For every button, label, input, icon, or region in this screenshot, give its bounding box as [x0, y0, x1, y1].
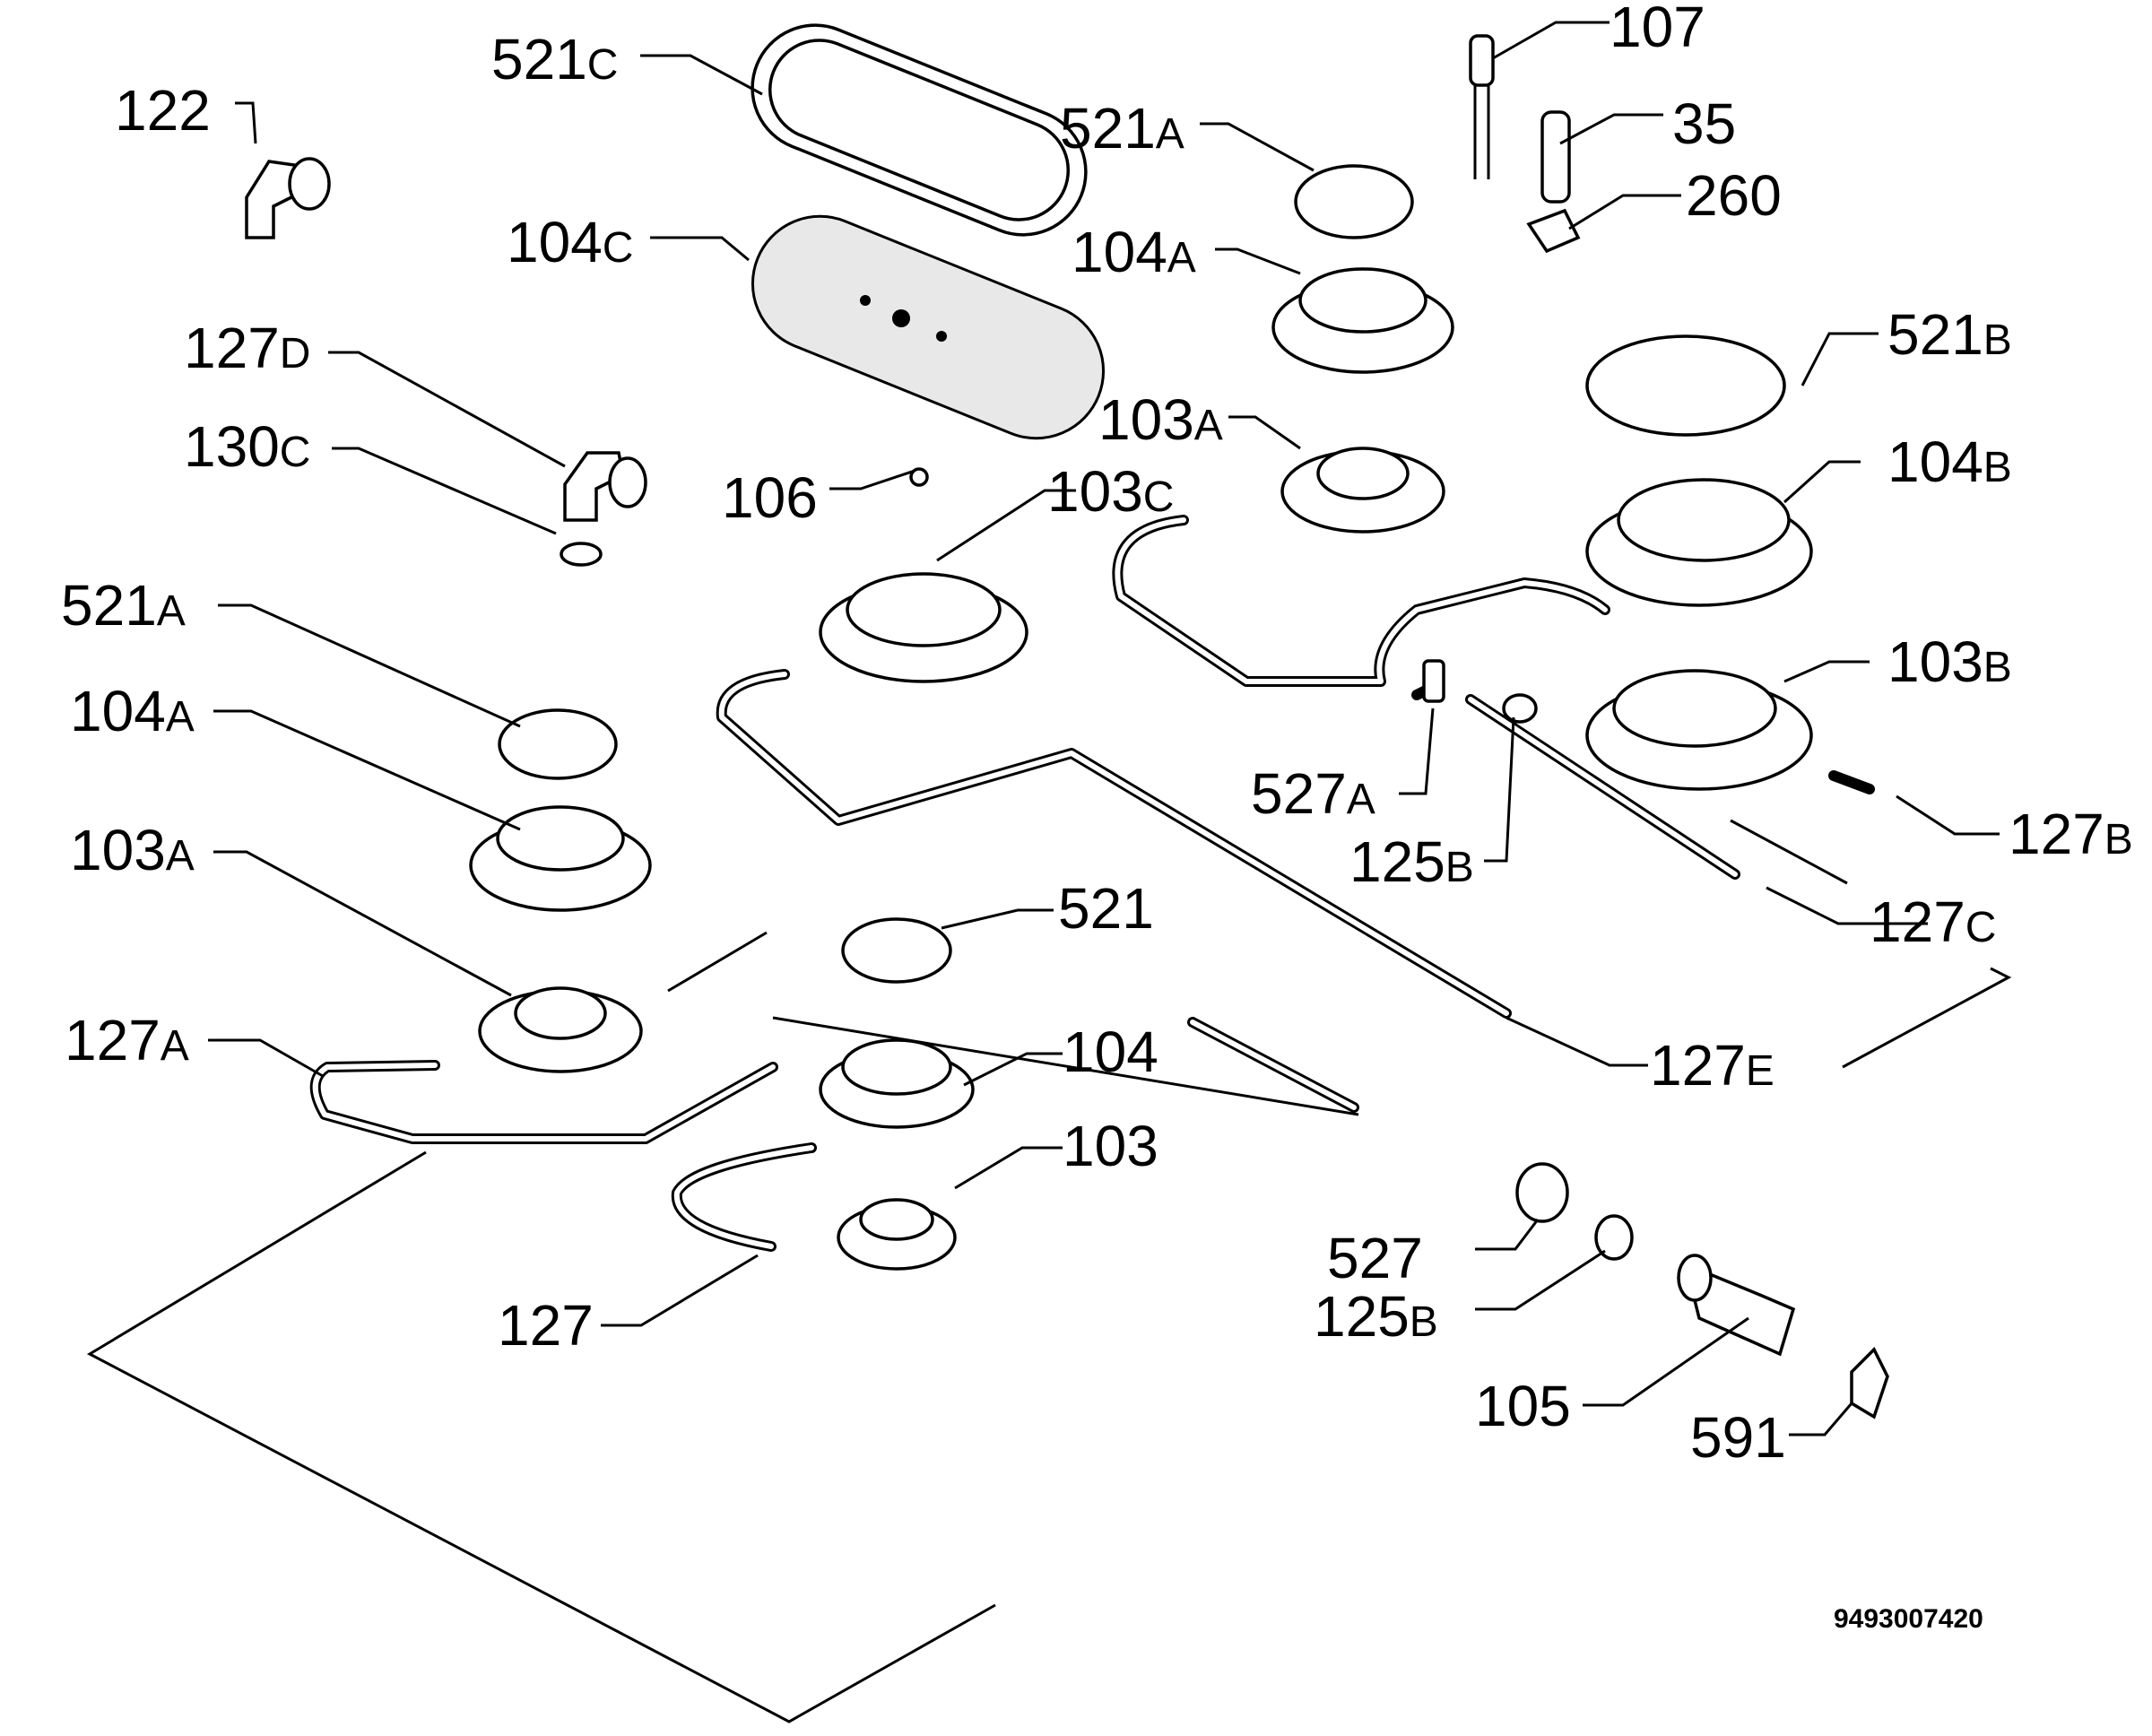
label-103: 103 — [1063, 1114, 1158, 1178]
label-527: 527 — [1327, 1226, 1423, 1290]
label-260: 260 — [1686, 163, 1782, 228]
label-521: 521 — [1058, 876, 1154, 941]
label-125b-low: 125B — [1314, 1284, 1438, 1349]
label-104a-top: 104A — [1072, 220, 1196, 284]
label-107: 107 — [1610, 0, 1705, 59]
label-127a: 127A — [65, 1008, 189, 1072]
label-103a-left: 103A — [70, 818, 195, 882]
label-104c: 104C — [507, 210, 633, 274]
leader-lines — [208, 21, 2000, 1437]
label-591: 591 — [1690, 1405, 1786, 1470]
label-527a: 527A — [1251, 761, 1375, 826]
label-35: 35 — [1672, 91, 1736, 156]
label-103b: 103B — [1887, 629, 2012, 694]
label-103a-top: 103A — [1098, 387, 1223, 452]
label-125b-mid: 125B — [1349, 829, 1474, 894]
gas-pipes — [309, 515, 1875, 1252]
label-127d: 127D — [184, 316, 310, 380]
burner-triple-ring-oval — [751, 23, 1106, 487]
label-103c: 103C — [1047, 459, 1174, 524]
burner-right-large — [1585, 334, 1813, 791]
part-labels: 122 521C 107 521A 35 260 104C 104A 127D … — [61, 0, 2133, 1470]
label-130c: 130C — [184, 414, 310, 479]
label-105: 105 — [1475, 1374, 1571, 1438]
drawing-number: 9493007420 — [1834, 1604, 1983, 1634]
burner-right-top — [1271, 164, 1454, 534]
label-104a-left: 104A — [70, 679, 195, 743]
label-104: 104 — [1063, 1020, 1158, 1084]
label-127b: 127B — [2009, 802, 2133, 866]
label-104b: 104B — [1887, 430, 2012, 494]
label-127: 127 — [498, 1293, 594, 1358]
label-127e: 127E — [1650, 1033, 1775, 1098]
label-521b: 521B — [1887, 302, 2012, 367]
fittings — [245, 34, 1889, 1419]
label-106: 106 — [722, 465, 818, 530]
label-122: 122 — [115, 78, 211, 143]
label-521c: 521C — [491, 27, 618, 91]
burner-center — [819, 572, 1028, 683]
burner-small-front — [819, 917, 975, 1271]
burner-left — [469, 708, 652, 1073]
label-521a-left: 521A — [61, 573, 186, 638]
label-521a-top: 521A — [1060, 96, 1184, 161]
label-127c: 127C — [1870, 890, 1996, 954]
